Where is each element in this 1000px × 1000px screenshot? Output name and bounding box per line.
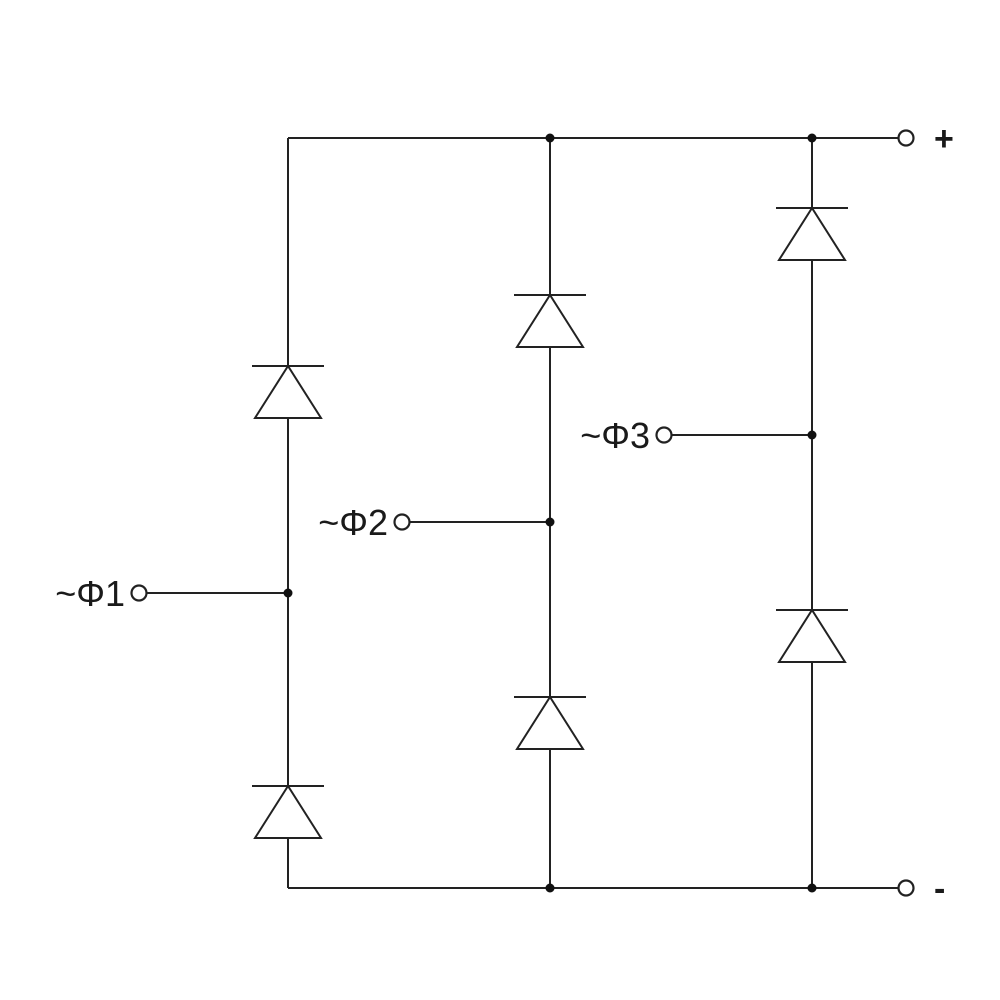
phase-1-terminal: [130, 584, 148, 602]
diode-leg1-upper: [252, 364, 324, 419]
junction-dot: [807, 133, 817, 143]
phase-2-terminal: [393, 513, 411, 531]
negative-terminal: [897, 879, 915, 897]
wires: [147, 137, 898, 889]
diode-leg1-lower: [252, 784, 324, 839]
phase-3-terminal: [655, 426, 673, 444]
junction-dot: [545, 133, 555, 143]
junction-dot: [545, 517, 555, 527]
diode-leg3-lower: [776, 608, 848, 663]
diode-leg3-upper: [776, 206, 848, 261]
negative-output-label: -: [934, 870, 945, 908]
phase-1-label: ~Φ1: [55, 573, 125, 614]
positive-terminal: [897, 129, 915, 147]
positive-output-label: +: [934, 120, 954, 158]
diode-leg2-upper: [514, 293, 586, 348]
diode-leg2-lower: [514, 695, 586, 750]
junction-dot: [283, 588, 293, 598]
phase-2-label: ~Φ2: [318, 502, 388, 543]
phase-3-label: ~Φ3: [580, 415, 650, 456]
junction-dot: [807, 430, 817, 440]
junction-nodes: [283, 133, 817, 893]
junction-dot: [807, 883, 817, 893]
junction-dot: [545, 883, 555, 893]
